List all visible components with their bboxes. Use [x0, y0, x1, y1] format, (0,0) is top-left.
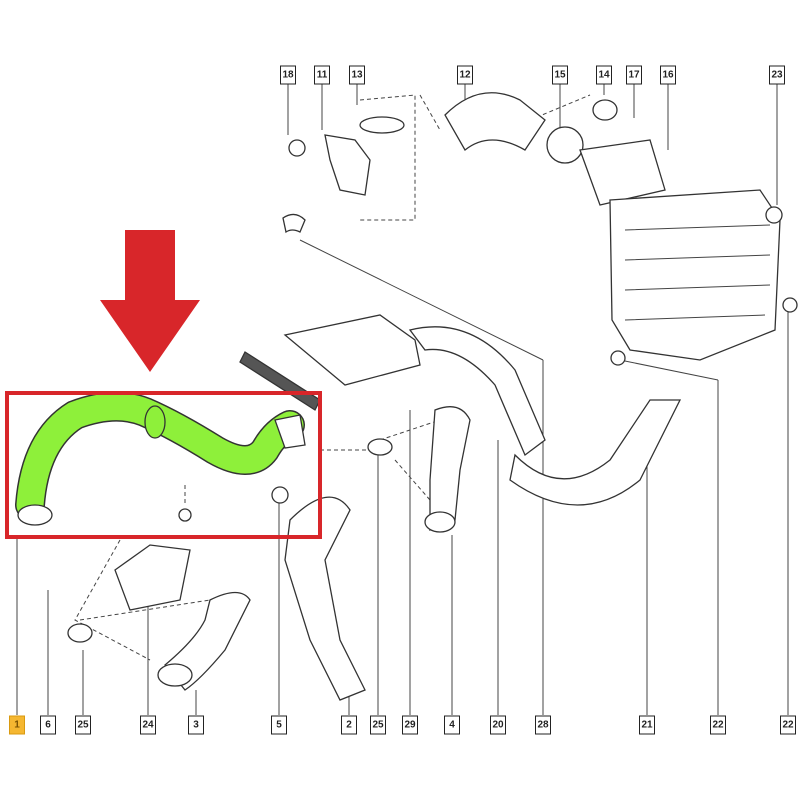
callout-22: 22: [710, 715, 726, 735]
callout-25b: 25: [370, 715, 386, 735]
highlighted-hose-part-1: [15, 391, 306, 526]
lower-components: [67, 486, 366, 701]
callout-22b: 22: [780, 715, 796, 735]
callout-18: 18: [280, 65, 296, 85]
callout-15: 15: [552, 65, 568, 85]
callout-11: 11: [314, 65, 330, 85]
middle-components: [239, 314, 682, 533]
callout-5: 5: [271, 715, 287, 735]
callout-3: 3: [188, 715, 204, 735]
callout-16: 16: [660, 65, 676, 85]
callout-28: 28: [535, 715, 551, 735]
callout-21: 21: [639, 715, 655, 735]
callout-4: 4: [444, 715, 460, 735]
callout-6: 6: [40, 715, 56, 735]
callout-23: 23: [769, 65, 785, 85]
callout-29: 29: [402, 715, 418, 735]
callout-20: 20: [490, 715, 506, 735]
red-arrow-icon: [100, 230, 200, 372]
callout-2: 2: [341, 715, 357, 735]
callout-24: 24: [140, 715, 156, 735]
callout-1-highlighted: 1: [9, 715, 25, 735]
callout-14: 14: [596, 65, 612, 85]
highlight-frame: [5, 391, 322, 539]
top-leader-lines: [287, 84, 778, 205]
callout-17: 17: [626, 65, 642, 85]
callout-13: 13: [349, 65, 365, 85]
callout-25: 25: [75, 715, 91, 735]
callout-12: 12: [457, 65, 473, 85]
bottom-leader-lines: [16, 239, 789, 715]
upper-components: [282, 92, 798, 366]
